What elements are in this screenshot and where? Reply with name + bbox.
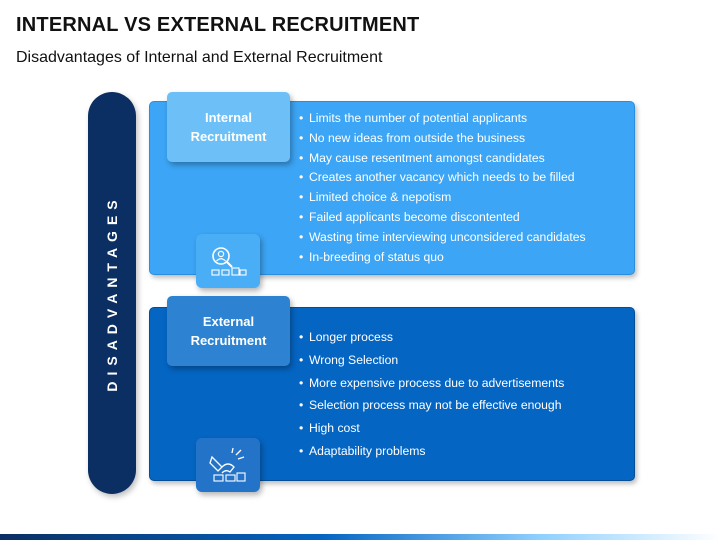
disadvantages-label: DISADVANTAGES [104,194,120,392]
external-icon-box [196,438,260,492]
list-item: No new ideas from outside the business [299,130,586,150]
internal-icon-box [196,234,260,288]
internal-heading-line1: Internal [205,110,252,125]
list-item: Limited choice & nepotism [299,189,586,209]
external-heading-line1: External [202,314,255,329]
external-points-list: Longer process Wrong Selection More expe… [299,329,564,466]
internal-heading: Internal Recruitment [167,92,290,162]
list-item: Longer process [299,329,564,352]
list-item: Failed applicants become discontented [299,209,586,229]
internal-points-list: Limits the number of potential applicant… [299,110,586,268]
disadvantages-sidebar [88,92,136,494]
hiring-handshake-icon [209,447,246,482]
list-item: Limits the number of potential applicant… [299,110,586,130]
list-item: More expensive process due to advertisem… [299,375,564,398]
list-item: Creates another vacancy which needs to b… [299,169,586,189]
external-heading-line2: Recruitment [190,333,267,348]
list-item: Adaptability problems [299,443,564,466]
external-heading: External Recruitment [167,296,290,366]
bottom-accent-bar [0,534,720,540]
internal-heading-line2: Recruitment [190,129,267,144]
list-item: Selection process may not be effective e… [299,397,564,420]
list-item: In-breeding of status quo [299,249,586,269]
list-item: Wasting time interviewing unconsidered c… [299,229,586,249]
list-item: High cost [299,420,564,443]
list-item: May cause resentment amongst candidates [299,150,586,170]
magnifier-candidate-icon [211,247,247,276]
list-item: Wrong Selection [299,352,564,375]
page-title: INTERNAL VS EXTERNAL RECRUITMENT [16,14,420,36]
page-subtitle: Disadvantages of Internal and External R… [16,49,383,66]
